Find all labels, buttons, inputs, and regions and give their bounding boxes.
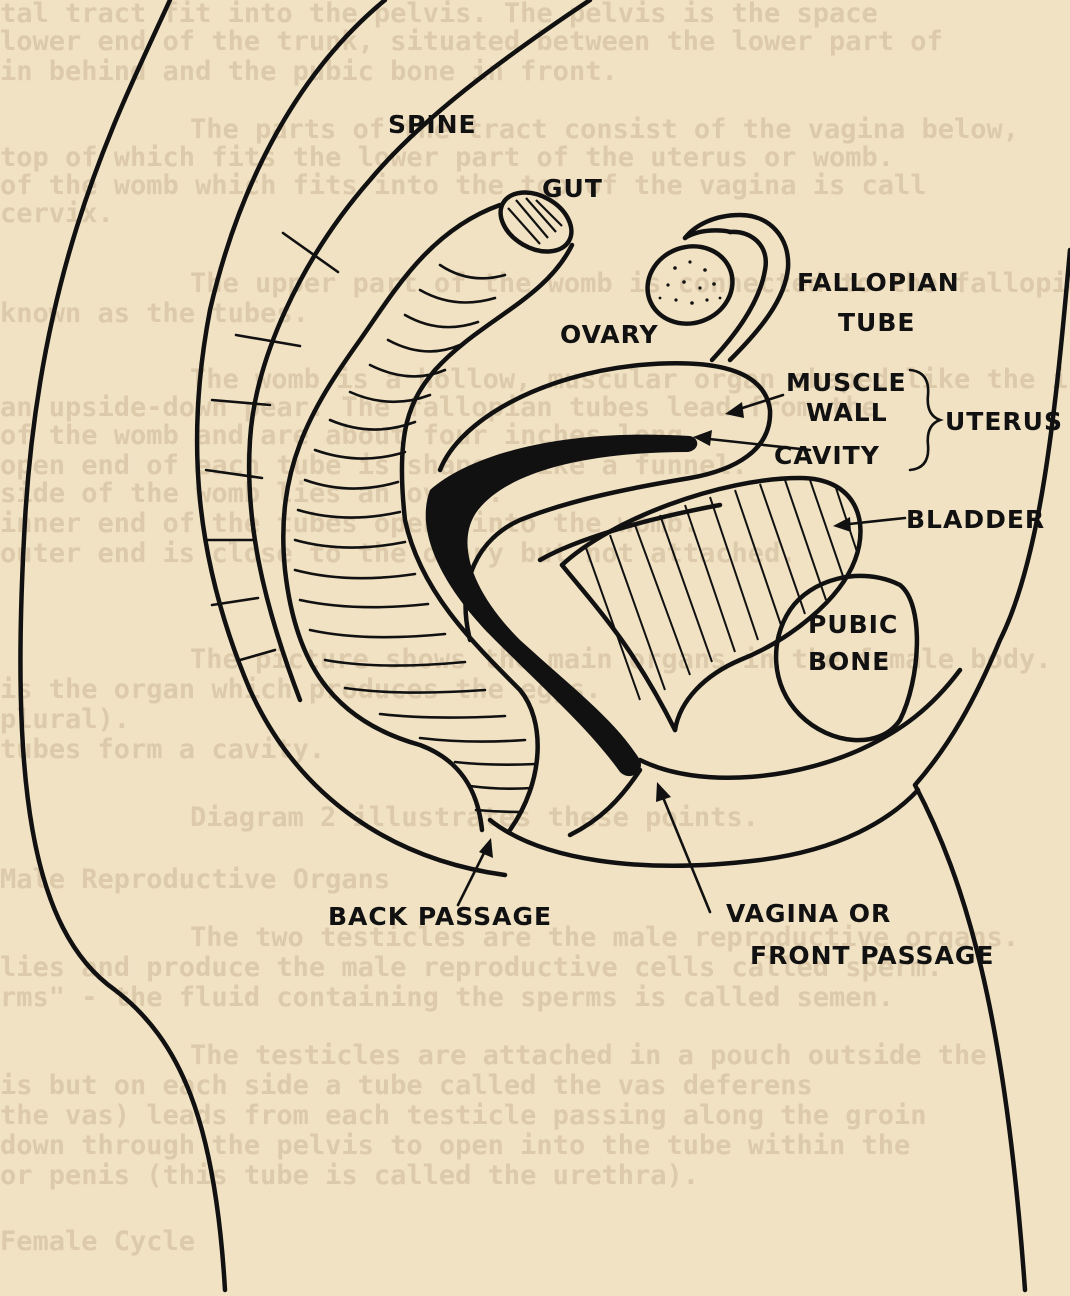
ghost-line: open end of each tube is shaped like a f… [0,450,748,481]
label-ovary: OVARY [560,320,659,349]
ghost-line: Female Cycle [0,1226,195,1257]
ghost-line: top of which fits the lower part of the … [0,142,894,173]
label-bladder: BLADDER [906,505,1045,534]
label-fallopian: FALLOPIAN [797,268,960,297]
ghost-line: Male Reproductive Organs [0,864,390,895]
label-back-passage: BACK PASSAGE [328,902,552,931]
label-tube: TUBE [838,308,916,337]
label-wall: WALL [806,398,888,427]
ghost-line: the vas) leads from each testicle passin… [0,1100,927,1131]
label-front-passage: FRONT PASSAGE [750,941,994,970]
ghost-line: known as the tubes. [0,298,309,329]
label-vagina: VAGINA OR [726,899,891,928]
label-gut: GUT [542,174,603,203]
ghost-line: inner end of the tubes opens into the wo… [0,508,699,539]
show-through-text: tal tract fit into the pelvis. The pelvi… [0,0,1070,1257]
ghost-line: cervix. [0,198,114,229]
label-bone: BONE [808,647,890,676]
label-pubic: PUBIC [808,610,898,639]
ghost-line: The testicles are attached in a pouch ou… [190,1040,987,1071]
label-cavity: CAVITY [774,441,880,470]
label-muscle: MUSCLE [786,368,907,397]
label-spine: SPINE [388,110,477,139]
ghost-line: is but on each side a tube called the va… [0,1070,813,1101]
ghost-line: lower end of the trunk, situated between… [0,26,943,57]
ghost-line: tal tract fit into the pelvis. The pelvi… [0,0,878,29]
ghost-line: of the womb which fits into the top of t… [0,170,927,201]
ghost-line: The womb is a hollow, muscular organ sha… [190,364,1070,395]
ghost-line: down through the pelvis to open into the… [0,1130,910,1161]
ghost-line: The parts of the tract consist of the va… [190,114,1019,145]
label-uterus: UTERUS [945,407,1063,436]
ghost-line: Diagram 2 illustrates these points. [190,802,759,833]
ghost-line: or penis (this tube is called the urethr… [0,1160,699,1191]
